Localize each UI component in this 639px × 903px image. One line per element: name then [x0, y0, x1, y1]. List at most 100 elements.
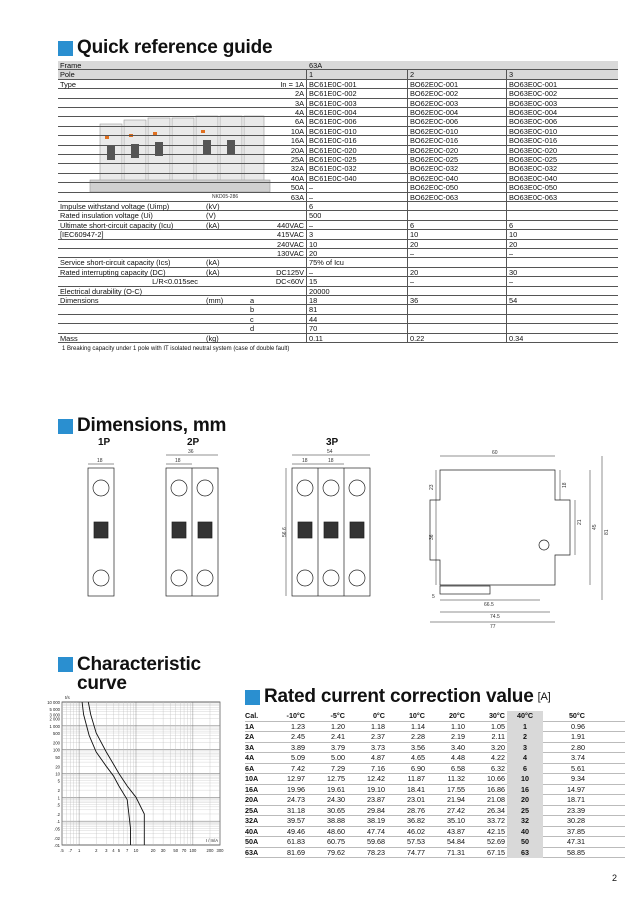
section-square-icon — [245, 689, 260, 705]
section-title-text: Characteristic — [77, 654, 201, 675]
table-cell: 49.46 — [287, 826, 305, 836]
table-cell: 52.69 — [487, 837, 505, 846]
x-tick-label: 7 — [126, 848, 129, 853]
table-cell: 11.32 — [447, 774, 465, 783]
cell-p3: 20 — [509, 239, 518, 249]
section-square-icon — [58, 40, 73, 56]
table-cell: 12.97 — [287, 774, 305, 783]
table-cell: 2.45 — [291, 732, 305, 741]
cell-label: Service short-circuit capacity (Ics) — [60, 258, 171, 268]
table-cell: 1.23 — [291, 721, 305, 731]
header-cell: 20°C — [448, 711, 465, 720]
cell-p3: 6 — [509, 220, 514, 230]
table-cell: 59.68 — [367, 837, 385, 846]
table-cell: 10.66 — [487, 774, 505, 783]
table-cell: 17.55 — [447, 784, 465, 794]
table-cell: 50A — [245, 837, 259, 846]
x-tick-label: 3 — [105, 848, 108, 853]
x-tick-label: .5 — [60, 848, 64, 853]
cell-p2: – — [410, 249, 415, 258]
cell-p3: BO63E0C-001 — [509, 79, 558, 89]
table-cell: 35.10 — [447, 816, 465, 825]
table-cell: 25A — [245, 805, 259, 815]
table-cell: 3.73 — [371, 742, 385, 752]
cell-in: 4A — [294, 108, 304, 117]
header-cell: -10°C — [286, 711, 305, 720]
table-cell: 31.18 — [287, 805, 305, 815]
rated-unit: [A] — [537, 691, 551, 703]
cell-in: 16A — [290, 136, 304, 146]
cell-p2: BO62E0C-040 — [410, 173, 459, 183]
cell-p3: – — [509, 277, 514, 287]
section-title-quick-reference: Quick reference guide — [58, 37, 273, 59]
table-cell: 4.65 — [411, 753, 425, 762]
table-cell: 7.16 — [371, 763, 385, 773]
table-cell: 1.91 — [571, 732, 585, 741]
cell-p1: BC61E0C-016 — [309, 136, 357, 146]
cell-p3: BO63E0C-040 — [509, 173, 558, 183]
table-cell: 16 — [507, 784, 543, 795]
table-vline — [407, 70, 408, 343]
header-cell: 50°C — [568, 711, 585, 720]
dim-side-b2: 74.5 — [490, 614, 500, 620]
curve-upper-bound — [87, 701, 145, 845]
table-cell: 32 — [507, 816, 543, 827]
cell-voltage: 240VAC — [277, 239, 304, 249]
header-cell: -5°C — [330, 711, 345, 720]
cell-p3: BO63E0C-016 — [509, 136, 558, 146]
table-cell: 9.34 — [571, 774, 585, 783]
x-tick-label: 200 — [206, 848, 214, 853]
table-cell: 58.85 — [567, 847, 585, 857]
cell-label: [IEC60947-2] — [60, 230, 104, 240]
cell-pole1: 1 — [309, 70, 314, 80]
x-unit-label: I / In/A — [206, 838, 218, 843]
cell-unit: (kA) — [206, 220, 220, 230]
cell-p1: BC61E0C-003 — [309, 98, 357, 108]
y-tick-label: 5 000 — [50, 707, 61, 712]
cell-value: 500 — [309, 211, 322, 221]
cell-p3: BO63E0C-050 — [509, 183, 558, 193]
table-cell: 20 — [507, 795, 543, 806]
cell-p1: BC61E0C-040 — [309, 173, 357, 183]
dim-1p-width: 18 — [97, 458, 103, 464]
cell-p1: BC61E0C-001 — [309, 79, 357, 89]
cell-unit: (kA) — [206, 267, 220, 277]
table-cell: 67.15 — [487, 847, 505, 857]
cell-p3: BO63E0C-020 — [509, 145, 558, 155]
table-cell: 6.58 — [451, 763, 465, 773]
cell-in: 6A — [294, 117, 304, 127]
cell-voltage: 415VAC — [277, 230, 304, 240]
y-tick-label: 1 000 — [50, 724, 61, 729]
breaker-side-view — [429, 469, 571, 586]
table-cell: 4.22 — [491, 753, 505, 762]
x-tick-label: 20 — [151, 848, 156, 853]
section-title-text: Rated current correction value — [264, 686, 534, 707]
table-cell: 2.41 — [331, 732, 345, 741]
terminal-bottom-icon — [92, 569, 110, 587]
table-cell: 71.31 — [447, 847, 465, 857]
table-cell: 12.42 — [367, 774, 385, 783]
cell-in: In = 1A — [280, 79, 304, 89]
table-cell: 10A — [245, 774, 259, 783]
cell-p2: 36 — [410, 296, 419, 305]
cell-pole2: 2 — [410, 70, 415, 80]
section-title-text: Quick reference guide — [77, 37, 273, 58]
cell-p1: 81 — [309, 305, 318, 315]
cell-p3: BO63E0C-025 — [509, 155, 558, 164]
footnote: 1 Breaking capacity under 1 pole with IT… — [62, 346, 290, 352]
y-tick-label: .01 — [54, 843, 60, 848]
table-cell: 27.42 — [447, 805, 465, 815]
cell-label: Pole — [60, 70, 75, 80]
cell-p1: – — [309, 220, 314, 230]
cell-p3: 0.34 — [509, 333, 524, 343]
table-cell: 38.88 — [327, 816, 345, 825]
